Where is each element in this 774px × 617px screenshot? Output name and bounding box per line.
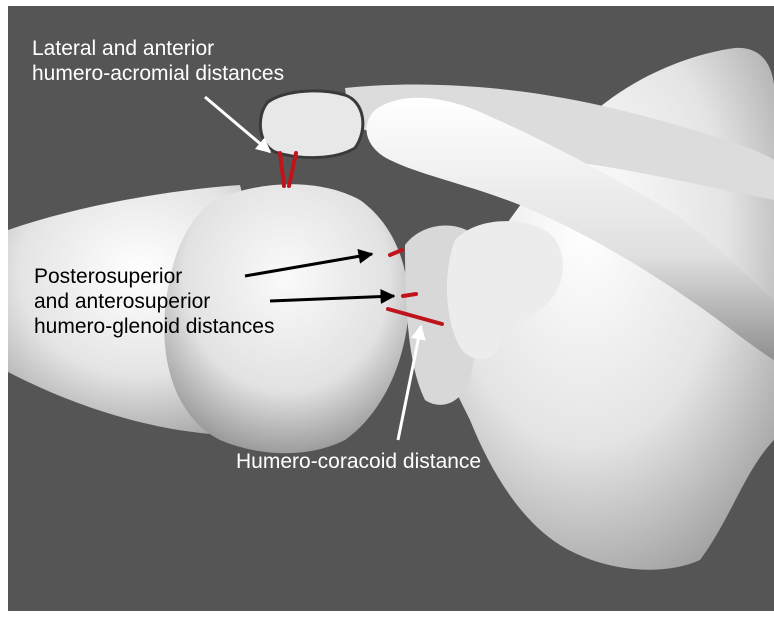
acromial-label-line2: humero-acromial distances (32, 62, 284, 85)
glenoid-label-line1: Posterosuperior (34, 265, 182, 288)
acromion (260, 91, 362, 158)
coracoid-label: Humero-coracoid distance (236, 450, 481, 473)
anterosuperior-humero-glenoid-line (403, 294, 416, 296)
acromial-label-line1: Lateral and anterior (32, 37, 214, 60)
glenoid-label-line3: humero-glenoid distances (34, 315, 274, 338)
glenoid-label-line2: and anterosuperior (34, 290, 210, 313)
